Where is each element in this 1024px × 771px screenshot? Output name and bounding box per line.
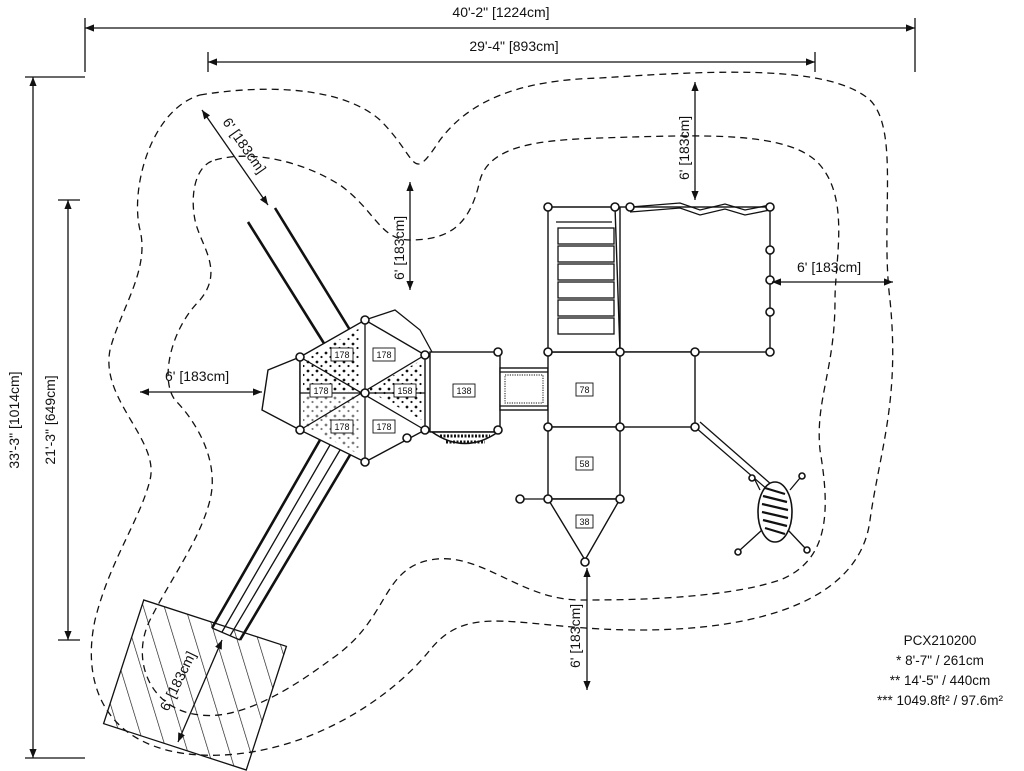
play-structure: 178 178 178 158 178 178 138 78 58 38 xyxy=(210,202,811,641)
deck-label-hex-left: 178 xyxy=(313,386,328,396)
deck-label-point: 38 xyxy=(579,517,589,527)
deck-label-hex-top-left: 178 xyxy=(334,350,349,360)
point-deck-38 xyxy=(546,498,622,562)
dimension-lines: 40'-2" [1224cm] 29'-4" [893cm] 33'-3" [1… xyxy=(6,3,916,759)
clearance-top-right: 6' [183cm] xyxy=(676,116,692,180)
slide-exit-hatched-zone xyxy=(103,600,287,770)
deck-labels: 178 178 178 158 178 178 138 78 58 38 xyxy=(309,347,594,529)
slide-rail-upper-2 xyxy=(273,207,352,331)
legend-note-2: ** 14'-5" / 440cm xyxy=(890,673,990,688)
deck-label-hex-right: 158 xyxy=(397,386,412,396)
clearance-right: 6' [183cm] xyxy=(797,259,861,275)
left-entry-panel xyxy=(261,355,301,432)
deck-label-lower: 58 xyxy=(579,459,589,469)
deck-label-center: 138 xyxy=(456,386,471,396)
overall-width-dimension: 40'-2" [1224cm] xyxy=(452,4,549,20)
clearance-bottom-center: 6' [183cm] xyxy=(567,604,583,668)
overall-depth-dimension: 33'-3" [1014cm] xyxy=(6,371,22,468)
legend-note-1: * 8'-7" / 261cm xyxy=(896,653,984,668)
inner-width-dimension: 29'-4" [893cm] xyxy=(469,38,558,54)
spinner-net xyxy=(694,421,811,556)
deck-label-tower: 78 xyxy=(579,385,589,395)
clearance-top-center: 6' [183cm] xyxy=(391,216,407,280)
grated-bridge xyxy=(499,367,549,411)
support-posts xyxy=(295,202,775,567)
horizontal-ladder xyxy=(547,206,621,353)
deck-label-hex-bottom-right: 178 xyxy=(376,422,391,432)
clearance-left: 6' [183cm] xyxy=(165,368,229,384)
deck-label-hex-top-right: 178 xyxy=(376,350,391,360)
use-zone-inner-boundary xyxy=(141,135,840,717)
legend-note-3: *** 1049.8ft² / 97.6m² xyxy=(877,693,1004,708)
right-deck xyxy=(619,351,696,428)
deck-label-hex-bottom-left: 178 xyxy=(334,422,349,432)
center-deck xyxy=(429,351,501,445)
inner-depth-dimension: 21'-3" [649cm] xyxy=(42,375,58,464)
model-number: PCX210200 xyxy=(904,633,977,648)
use-zone-outer-boundary xyxy=(90,71,894,756)
long-slide xyxy=(210,439,352,641)
slide-rail-upper-1 xyxy=(246,221,327,346)
upper-right-play-area xyxy=(619,202,771,353)
legend: PCX210200 * 8'-7" / 261cm ** 14'-5" / 44… xyxy=(877,633,1004,708)
